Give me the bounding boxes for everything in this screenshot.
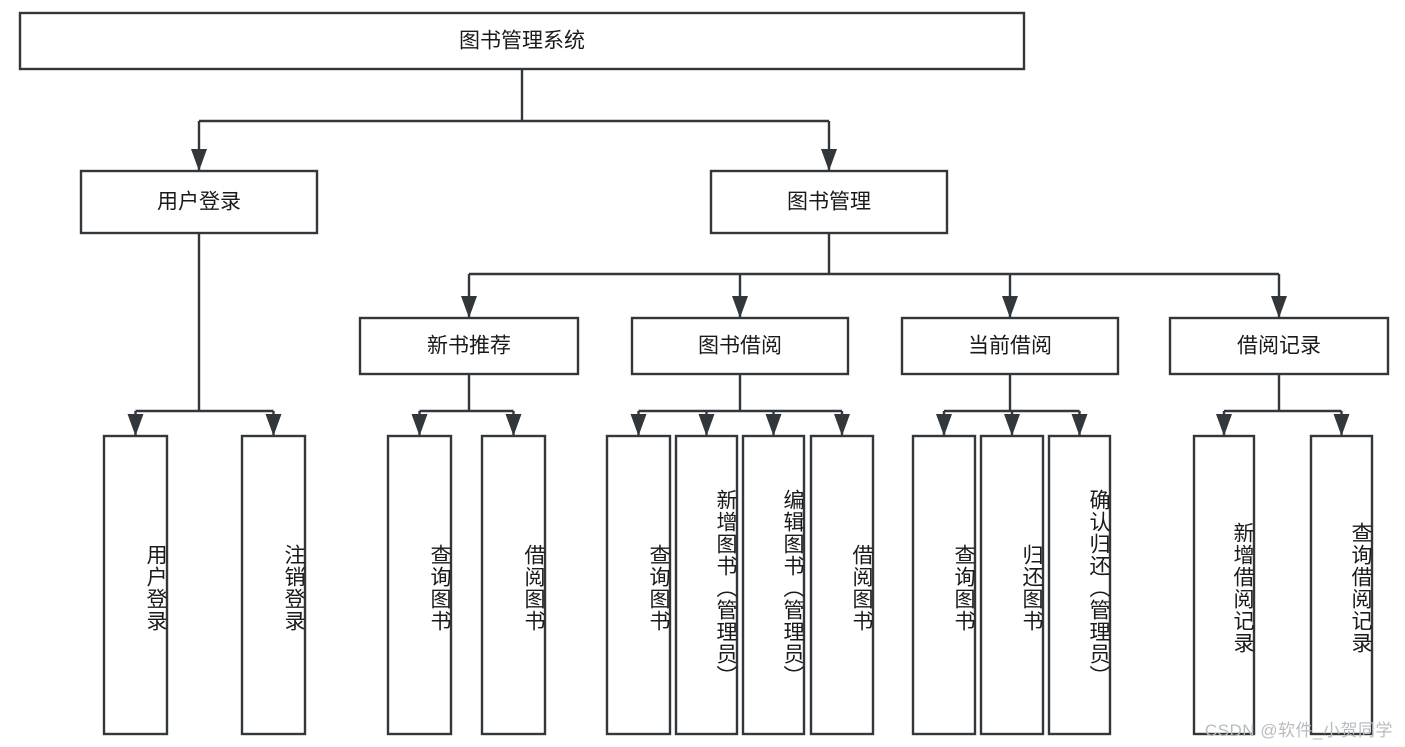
node-label-user-login: 用户登录 — [157, 191, 241, 214]
node-box-leaf-add-borrow-record[interactable] — [1192, 434, 1256, 736]
node-box-leaf-query-book-borrow[interactable] — [605, 434, 672, 736]
node-box-leaf-edit-book-admin[interactable] — [741, 434, 806, 736]
node-label-root: 图书管理系统 — [459, 30, 585, 53]
node-box-leaf-borrow-book-rec[interactable] — [480, 434, 547, 736]
arrow-head-icon — [505, 414, 522, 436]
arrow-head-icon — [1271, 296, 1287, 318]
arrow-head-icon — [630, 414, 647, 436]
arrow-head-icon — [1004, 414, 1020, 436]
node-label-current-borrow: 当前借阅 — [968, 335, 1052, 358]
node-box-borrow-record[interactable] — [1168, 316, 1390, 376]
arrow-head-icon — [834, 414, 850, 436]
arrow-head-icon — [765, 414, 782, 436]
arrow-head-icon — [461, 296, 477, 318]
node-box-new-book-recommend[interactable] — [358, 316, 580, 376]
arrow-head-icon — [411, 414, 428, 436]
node-box-leaf-query-book-current[interactable] — [911, 434, 977, 736]
arrow-head-icon — [698, 414, 715, 436]
node-label-book-borrow: 图书借阅 — [698, 335, 782, 358]
arrow-head-icon — [191, 149, 207, 171]
node-box-leaf-return-book[interactable] — [979, 434, 1045, 736]
connector-lines — [127, 69, 1350, 436]
arrow-head-icon — [936, 414, 952, 436]
arrow-head-icon — [1333, 414, 1350, 436]
node-box-leaf-query-book-rec[interactable] — [386, 434, 453, 736]
node-box-current-borrow[interactable] — [900, 316, 1120, 376]
node-box-book-borrow[interactable] — [630, 316, 850, 376]
node-box-leaf-borrow-book[interactable] — [809, 434, 875, 736]
node-label-borrow-record: 借阅记录 — [1237, 335, 1321, 358]
node-box-root[interactable] — [18, 11, 1026, 71]
arrow-head-icon — [1216, 414, 1232, 436]
node-label-new-book-recommend: 新书推荐 — [427, 335, 511, 358]
node-boxes — [18, 11, 1390, 736]
arrow-head-icon — [821, 149, 837, 171]
node-box-user-login[interactable] — [79, 169, 319, 235]
node-box-leaf-query-borrow-record[interactable] — [1309, 434, 1374, 736]
node-label-book-management: 图书管理 — [787, 191, 871, 214]
node-box-leaf-logout[interactable] — [240, 434, 307, 736]
arrow-head-icon — [265, 414, 282, 436]
arrow-head-icon — [1002, 296, 1018, 318]
node-box-leaf-add-book-admin[interactable] — [674, 434, 739, 736]
arrow-head-icon — [127, 414, 144, 436]
arrow-head-icon — [732, 296, 748, 318]
node-box-leaf-user-login[interactable] — [102, 434, 169, 736]
arrow-head-icon — [1071, 414, 1088, 436]
node-box-leaf-confirm-return-admin[interactable] — [1047, 434, 1112, 736]
csdn-watermark: CSDN @软件_小贺同学 — [1204, 721, 1393, 740]
node-box-book-management[interactable] — [709, 169, 949, 235]
